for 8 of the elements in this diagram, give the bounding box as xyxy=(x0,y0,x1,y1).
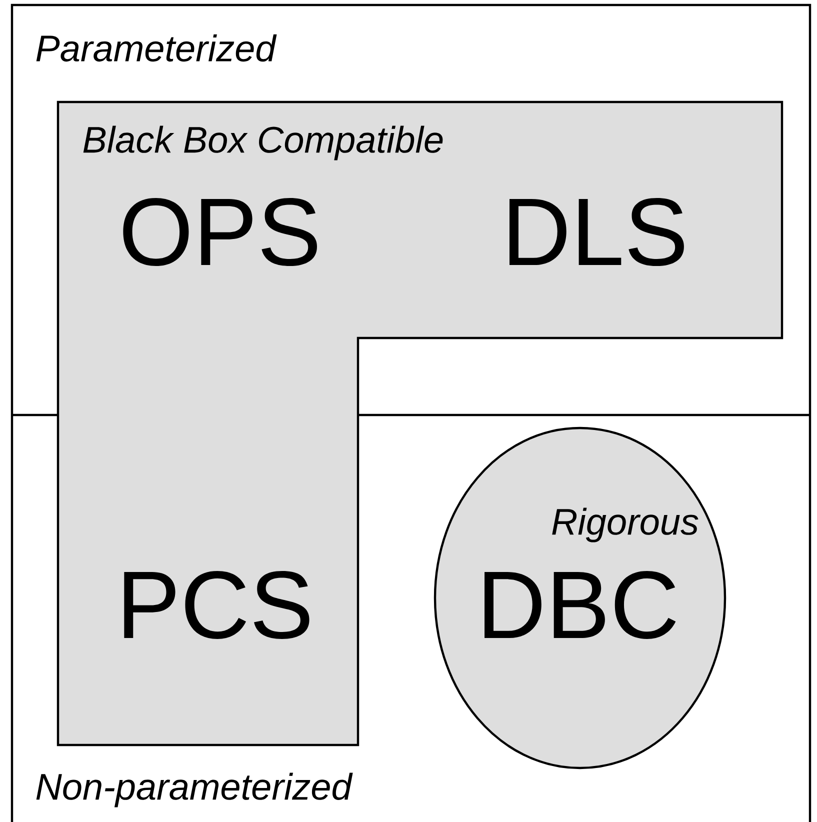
group-heading: Rigorous xyxy=(552,508,698,542)
group-heading: Black Box Compatible xyxy=(83,126,443,160)
region-label: DLS xyxy=(510,198,684,266)
region-heading: Non-parameterized xyxy=(36,772,353,808)
region-label: DBC xyxy=(484,571,676,639)
region-label: PCS xyxy=(124,571,310,639)
region-label: OPS xyxy=(123,198,317,266)
region-heading: Parameterized xyxy=(36,34,277,62)
